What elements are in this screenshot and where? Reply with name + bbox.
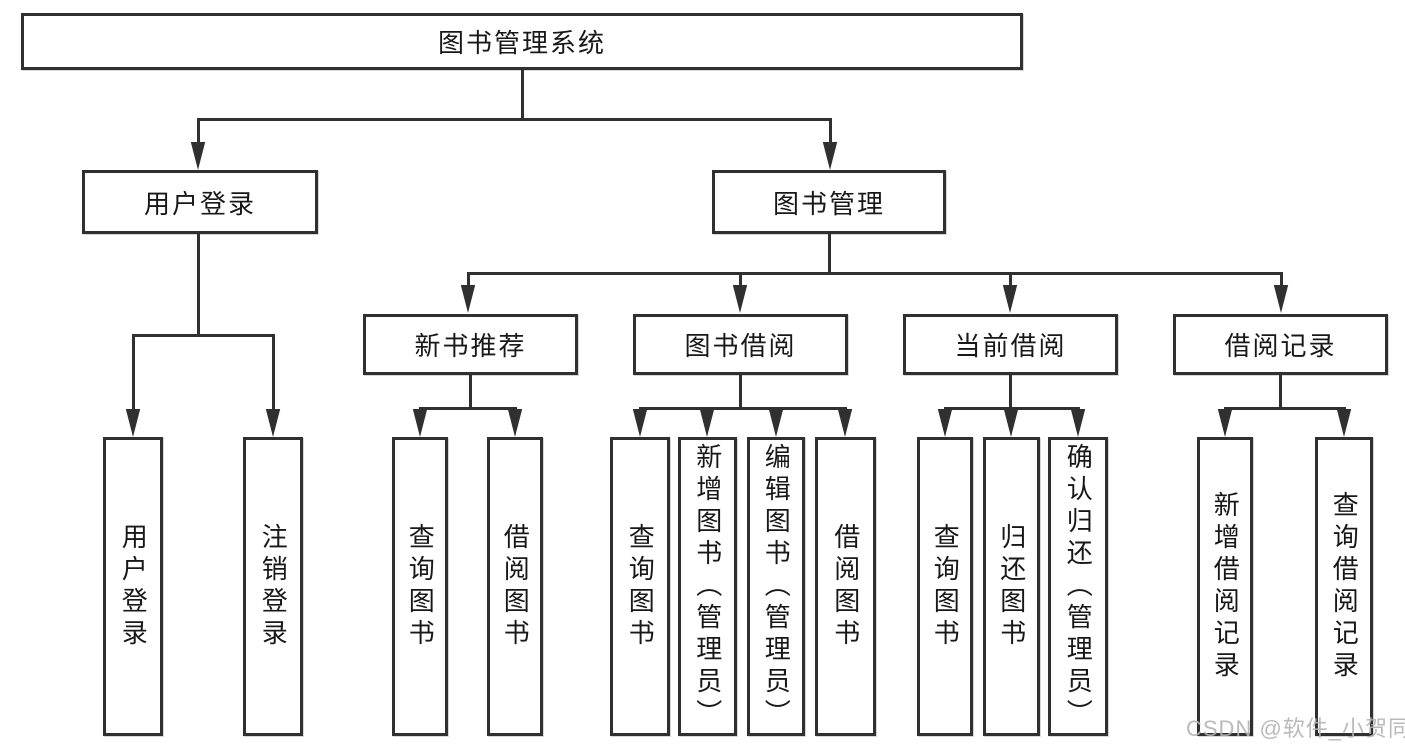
arrowhead-leaf-query1 <box>412 409 428 437</box>
leaf-borrow-books-2: 借阅图书 <box>815 437 876 736</box>
connector-records-stem <box>1279 375 1282 408</box>
arrowhead-leaf-query2 <box>632 409 648 437</box>
leaf-confirm-return-admin-label: 确认归还（管理员） <box>1063 442 1094 731</box>
arrowhead-leaf-add-book <box>699 409 715 437</box>
arrowhead-leaf-add-record <box>1217 409 1233 437</box>
leaf-borrow-books-2-label: 借阅图书 <box>830 522 861 651</box>
leaf-confirm-return-admin: 确认归还（管理员） <box>1048 437 1108 736</box>
leaf-add-borrow-record-label: 新增借阅记录 <box>1210 490 1241 683</box>
node-borrowing: 图书借阅 <box>633 314 848 375</box>
connector-level2-rail <box>467 272 1283 275</box>
csdn-watermark: CSDN @软件_小贺同学 <box>1186 716 1405 741</box>
arrowhead-leaf-logout <box>265 409 281 437</box>
connector-to-current <box>1009 272 1012 287</box>
leaf-query-books-2: 查询图书 <box>610 437 670 736</box>
arrowhead-borrowing <box>732 285 748 313</box>
connector-records-rail <box>1224 407 1346 410</box>
connector-new-books-stem <box>469 375 472 408</box>
node-borrow-records: 借阅记录 <box>1173 314 1388 375</box>
leaf-logout-label: 注销登录 <box>258 522 289 651</box>
arrowhead-leaf-borrow2 <box>837 409 853 437</box>
arrowhead-leaf-return <box>1003 409 1019 437</box>
arrowhead-leaf-query3 <box>937 409 953 437</box>
connector-borrowing-rail <box>639 407 847 410</box>
leaf-add-borrow-record: 新增借阅记录 <box>1197 437 1253 736</box>
arrowhead-user-login <box>190 142 206 170</box>
connector-to-records <box>1280 272 1283 287</box>
leaf-edit-books-admin-label: 编辑图书（管理员） <box>761 442 792 731</box>
leaf-query-books-2-label: 查询图书 <box>625 522 656 651</box>
leaf-query-books-1: 查询图书 <box>392 437 448 736</box>
connector-to-leaf-login <box>132 334 135 411</box>
leaf-query-books-1-label: 查询图书 <box>405 522 436 651</box>
leaf-edit-books-admin: 编辑图书（管理员） <box>747 437 805 736</box>
arrowhead-book-mgmt <box>822 142 838 170</box>
arrowhead-records <box>1273 285 1289 313</box>
connector-book-mgmt-stem <box>828 234 831 274</box>
leaf-query-books-3: 查询图书 <box>917 437 973 736</box>
arrowhead-leaf-login <box>125 409 141 437</box>
node-new-books-label: 新书推荐 <box>414 331 527 361</box>
arrowhead-new-books <box>460 285 476 313</box>
leaf-query-borrow-record: 查询借阅记录 <box>1315 437 1373 736</box>
leaf-return-books-label: 归还图书 <box>996 522 1027 651</box>
connector-to-leaf-logout <box>272 334 275 411</box>
connector-current-stem <box>1009 375 1012 408</box>
connector-user-login-rail <box>132 334 275 337</box>
connector-to-user-login <box>197 118 200 145</box>
leaf-query-borrow-record-label: 查询借阅记录 <box>1329 490 1360 683</box>
connector-to-book-mgmt <box>829 118 832 145</box>
node-root: 图书管理系统 <box>21 13 1023 70</box>
node-book-mgmt-label: 图书管理 <box>772 188 885 219</box>
node-borrow-records-label: 借阅记录 <box>1224 331 1337 361</box>
connector-borrowing-stem <box>739 375 742 408</box>
leaf-add-books-admin-label: 新增图书（管理员） <box>692 442 723 731</box>
connector-to-borrowing <box>739 272 742 287</box>
connector-current-rail <box>944 407 1080 410</box>
leaf-query-books-3-label: 查询图书 <box>930 522 961 651</box>
node-user-login: 用户登录 <box>82 170 318 234</box>
leaf-borrow-books-1: 借阅图书 <box>487 437 543 736</box>
node-current-borrow-label: 当前借阅 <box>954 331 1067 361</box>
leaf-return-books: 归还图书 <box>983 437 1040 736</box>
connector-user-login-stem <box>197 234 200 336</box>
leaf-logout: 注销登录 <box>243 437 303 736</box>
leaf-user-login-label: 用户登录 <box>118 522 149 651</box>
node-borrowing-label: 图书借阅 <box>684 331 797 361</box>
connector-to-new-books <box>467 272 470 287</box>
connector-level1-rail <box>197 118 832 121</box>
arrowhead-current <box>1002 285 1018 313</box>
node-user-login-label: 用户登录 <box>143 188 256 219</box>
node-root-label: 图书管理系统 <box>437 28 606 58</box>
node-book-mgmt: 图书管理 <box>712 170 946 234</box>
node-current-borrow: 当前借阅 <box>903 314 1118 375</box>
arrowhead-leaf-query-record <box>1336 409 1352 437</box>
connector-root-stem <box>521 70 524 120</box>
connector-new-books-rail <box>419 407 517 410</box>
arrowhead-leaf-edit-book <box>768 409 784 437</box>
node-new-books: 新书推荐 <box>363 314 578 375</box>
arrowhead-leaf-borrow1 <box>507 409 523 437</box>
leaf-add-books-admin: 新增图书（管理员） <box>678 437 737 736</box>
leaf-user-login: 用户登录 <box>103 437 163 736</box>
leaf-borrow-books-1-label: 借阅图书 <box>500 522 531 651</box>
arrowhead-leaf-confirm <box>1070 409 1086 437</box>
